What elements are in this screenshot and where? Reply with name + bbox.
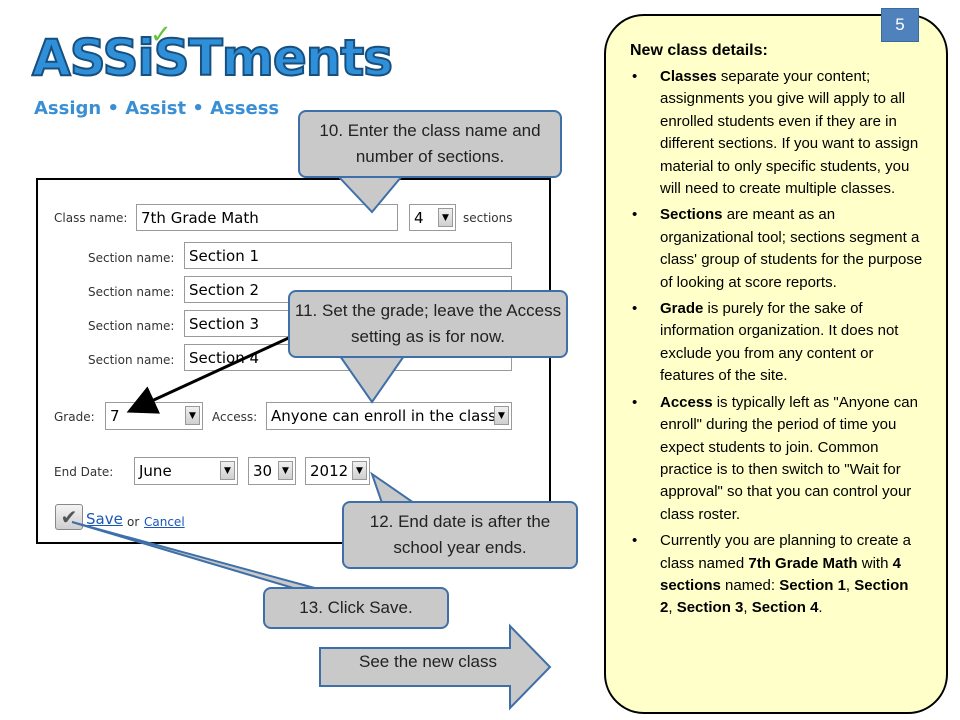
callout-step-12: 12. End date is after the school year en… — [342, 501, 578, 569]
end-day-value: 30 — [253, 462, 273, 480]
new-class-form: Class name: 7th Grade Math 4 ▼ sections … — [36, 178, 551, 544]
chevron-down-icon: ▼ — [278, 461, 293, 480]
callout-step-11: 11. Set the grade; leave the Access sett… — [288, 290, 568, 358]
class-name-input[interactable]: 7th Grade Math — [136, 204, 398, 231]
panel-heading: New class details: — [630, 42, 768, 59]
logo-tagline: Assign • Assist • Assess — [34, 98, 280, 119]
page-number-badge: 5 — [881, 8, 919, 42]
end-month-value: June — [139, 462, 172, 480]
callout-13-pointer — [71, 521, 323, 591]
callout-12-pointer — [370, 471, 418, 504]
chevron-down-icon: ▼ — [438, 208, 453, 227]
list-item: •Currently you are planning to create a … — [632, 532, 911, 617]
sections-count-value: 4 — [414, 208, 424, 227]
callout-10-pointer — [335, 175, 405, 214]
section-name-label: Section name: — [88, 285, 175, 299]
end-date-label: End Date: — [54, 465, 114, 479]
details-panel: New class details: •Classes separate you… — [604, 14, 948, 714]
end-day-select[interactable]: 30 ▼ — [248, 457, 296, 485]
section-name-input-1[interactable]: Section 1 — [184, 242, 512, 269]
section-name-label: Section name: — [88, 251, 175, 265]
chevron-down-icon: ▼ — [185, 406, 200, 425]
access-label: Access: — [212, 410, 258, 424]
class-name-label: Class name: — [54, 211, 128, 225]
chevron-down-icon: ▼ — [494, 406, 509, 425]
check-icon: ✓ — [150, 20, 172, 50]
save-checkmark-icon[interactable]: ✔ — [55, 504, 83, 530]
chevron-down-icon: ▼ — [220, 461, 235, 480]
access-select[interactable]: Anyone can enroll in the class ▼ — [266, 402, 512, 430]
assistments-logo: ASSiSTments ✓ Assign • Assist • Assess — [31, 18, 394, 119]
section-name-label: Section name: — [88, 319, 175, 333]
end-month-select[interactable]: June ▼ — [134, 457, 238, 485]
end-year-select[interactable]: 2012 ▼ — [305, 457, 370, 485]
callout-step-13: 13. Click Save. — [263, 587, 449, 629]
section-name-label: Section name: — [88, 353, 175, 367]
list-item: •Grade is purely for the sake of informa… — [632, 300, 899, 385]
grade-value: 7 — [110, 407, 120, 425]
next-button-label[interactable]: See the new class — [359, 652, 497, 671]
sections-label: sections — [463, 211, 513, 225]
or-text: or — [127, 515, 140, 529]
cancel-link[interactable]: Cancel — [144, 515, 185, 529]
grade-arrow — [126, 328, 307, 414]
logo-wordmark: ASSiSTments — [31, 28, 394, 88]
grade-label: Grade: — [54, 410, 95, 424]
chevron-down-icon: ▼ — [352, 461, 367, 480]
details-list: •Classes separate your content; assignme… — [628, 66, 924, 624]
end-year-value: 2012 — [310, 462, 349, 480]
next-arrow-shape — [319, 623, 552, 711]
sections-count-select[interactable]: 4 ▼ — [409, 204, 456, 231]
list-item: •Access is typically left as "Anyone can… — [632, 393, 918, 523]
list-item: •Classes separate your content; assignme… — [632, 68, 919, 198]
access-value: Anyone can enroll in the class — [271, 407, 496, 425]
grade-select[interactable]: 7 ▼ — [105, 402, 203, 430]
save-link[interactable]: Save — [86, 510, 123, 528]
callout-step-10: 10. Enter the class name and number of s… — [298, 110, 562, 178]
callout-11-pointer — [338, 355, 406, 404]
list-item: •Sections are meant as an organizational… — [632, 206, 923, 291]
